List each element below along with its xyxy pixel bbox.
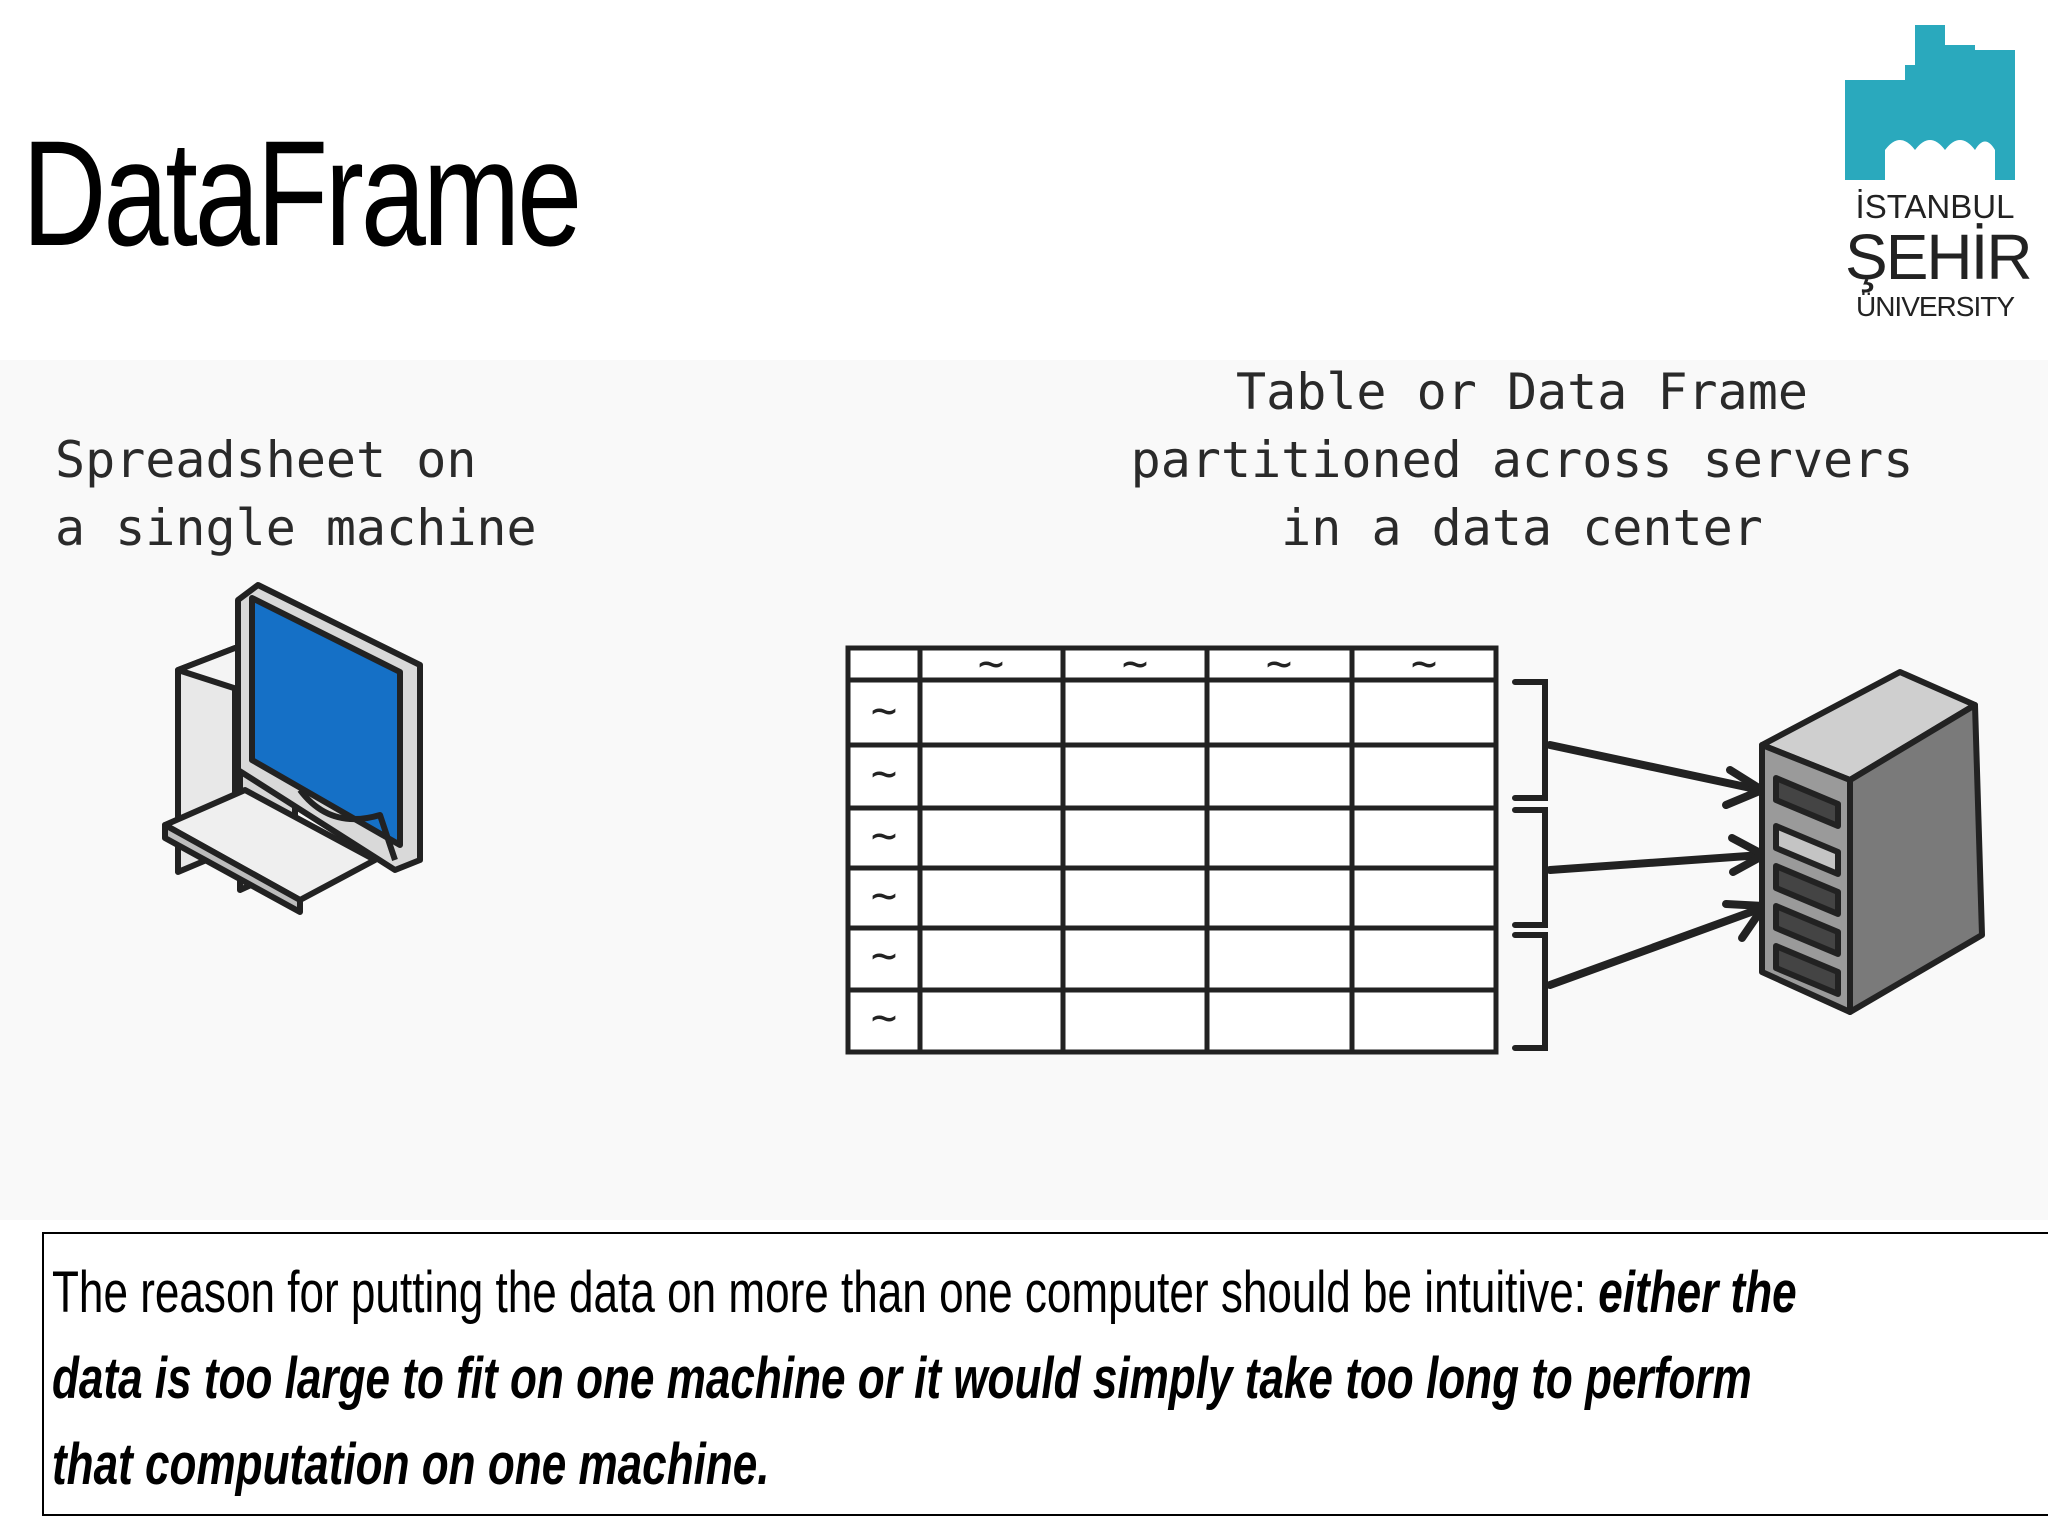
university-logo: İSTANBUL ŞEHİR ÜNIVERSITY	[1845, 25, 2033, 325]
server-rack-icon	[1759, 669, 1985, 1015]
logo-text-university: ÜNIVERSITY	[1855, 291, 2015, 322]
explanation-callout: The reason for putting the data on more …	[42, 1232, 2048, 1516]
table-row-mark: ~	[871, 992, 898, 1043]
table-row-mark: ~	[871, 930, 898, 981]
table-header-mark: ~	[1122, 638, 1149, 689]
slide-title: DataFrame	[22, 109, 582, 277]
logo-text-sehir: ŞEHİR	[1845, 221, 2033, 293]
table-row-mark: ~	[871, 685, 898, 736]
dataframe-label-line: Table or Data Frame	[1236, 363, 1808, 421]
spreadsheet-label: Spreadsheet on a single machine	[55, 426, 537, 562]
explanation-line-1: The reason for putting the data on more …	[52, 1250, 2048, 1336]
desktop-computer-icon	[162, 582, 423, 915]
table-row-mark: ~	[871, 870, 898, 921]
explanation-emphasis: that computation on one machine.	[52, 1432, 770, 1497]
table-header-mark: ~	[978, 638, 1005, 689]
spreadsheet-label-line: a single machine	[55, 499, 537, 557]
explanation-plain: The reason for putting the data on more …	[52, 1260, 1599, 1325]
partition-arrows	[1546, 741, 1773, 989]
table-row-mark: ~	[871, 748, 898, 799]
spreadsheet-label-line: Spreadsheet on	[55, 431, 477, 489]
dataframe-label-line: partitioned across servers	[1130, 431, 1914, 489]
table-header-mark: ~	[1411, 638, 1438, 689]
table-header-mark: ~	[1266, 638, 1293, 689]
explanation-emphasis: data is too large to fit on one machine …	[52, 1346, 1752, 1411]
partition-brackets	[1512, 679, 1548, 1051]
logo-text-istanbul: İSTANBUL	[1855, 188, 2015, 225]
dataframe-label-line: in a data center	[1281, 499, 1763, 557]
explanation-text: The reason for putting the data on more …	[52, 1250, 2048, 1508]
dataframe-label: Table or Data Frame partitioned across s…	[1062, 358, 1982, 562]
logo-building-icon	[1845, 25, 2015, 180]
explanation-emphasis: either the	[1598, 1260, 1797, 1325]
table-row-mark: ~	[871, 810, 898, 861]
dataframe-table	[845, 645, 1499, 1055]
